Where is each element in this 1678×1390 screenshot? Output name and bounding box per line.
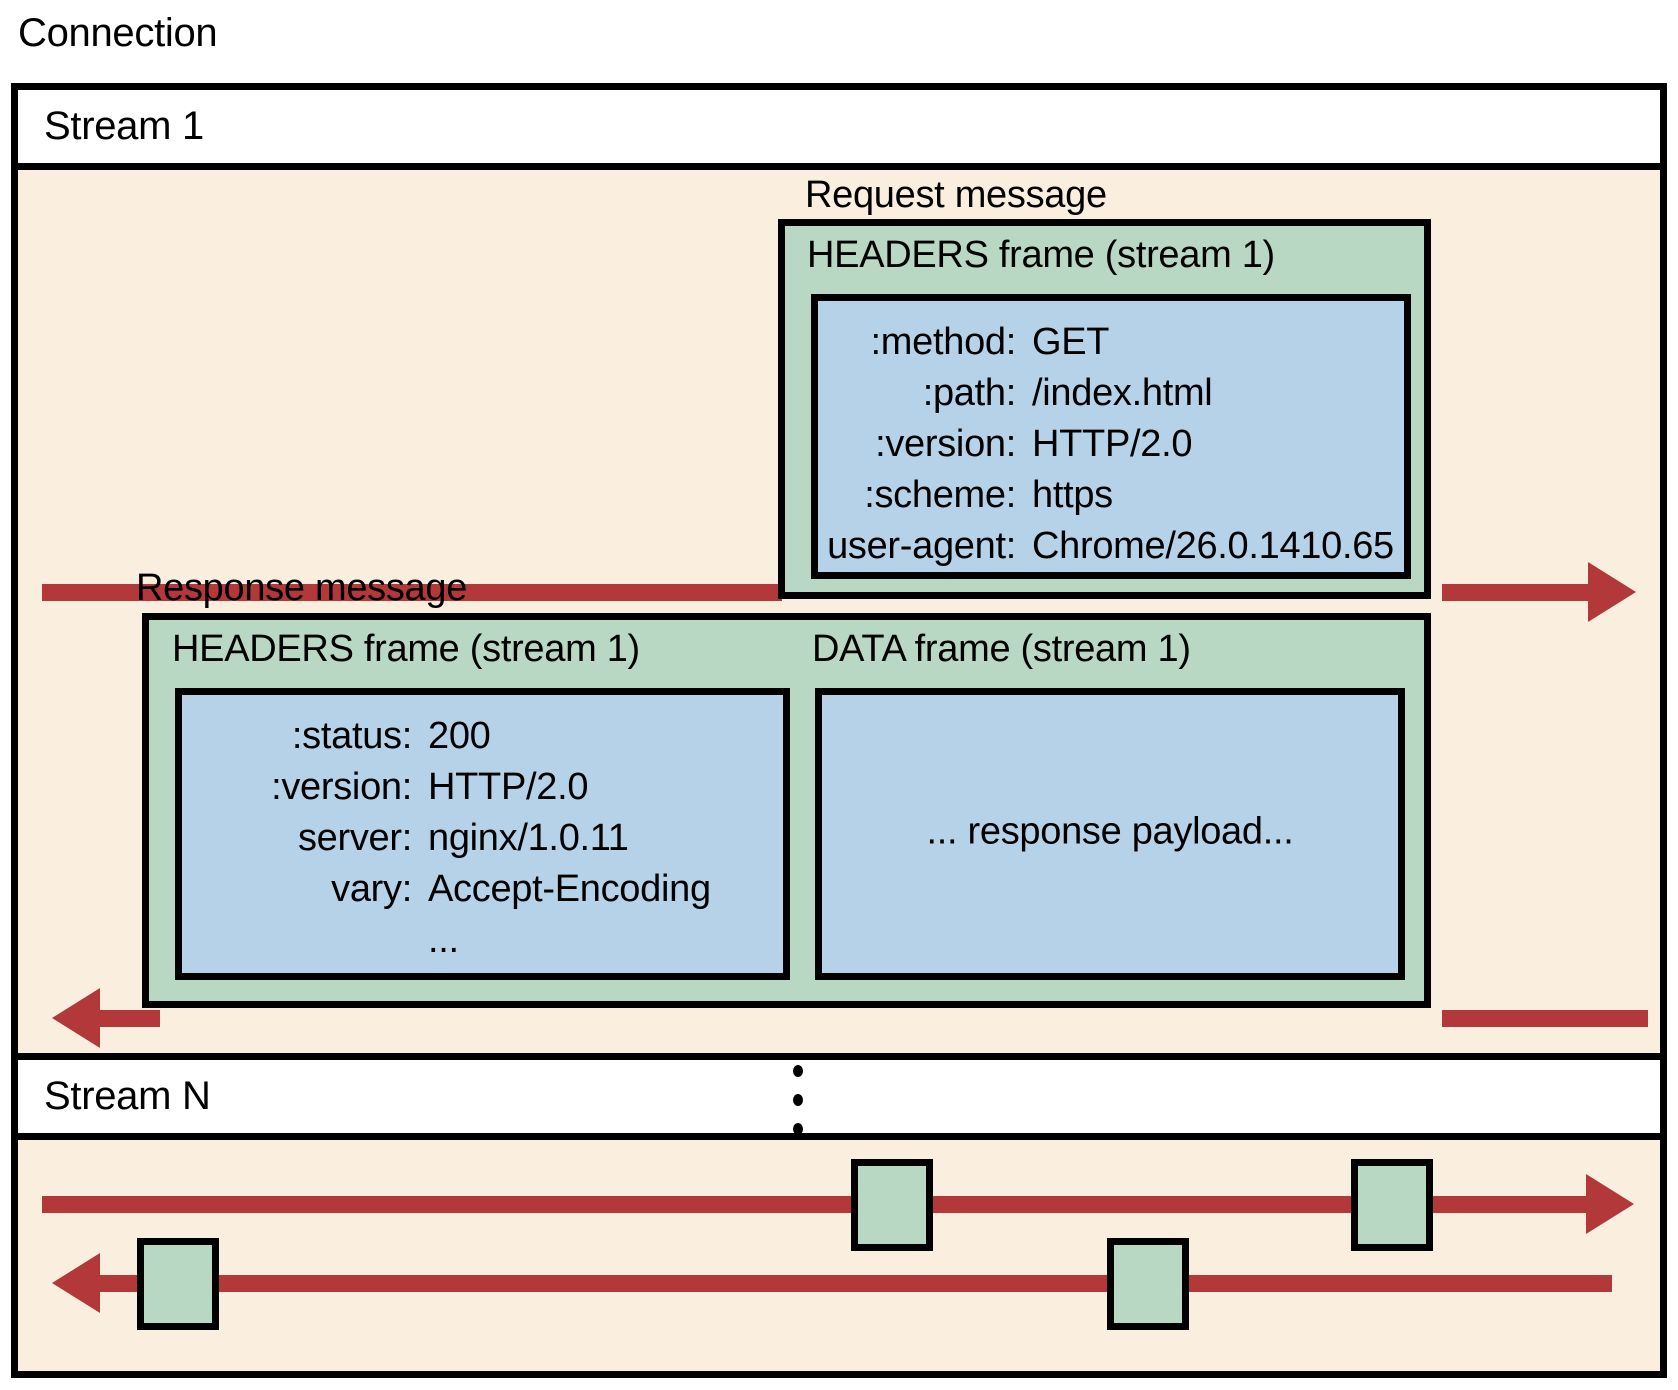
- stream-n-outbound-frame-chip: [851, 1159, 933, 1251]
- response-data-payload-box: ... response payload...: [815, 688, 1405, 980]
- response-data-frame-title: DATA frame (stream 1): [812, 628, 1191, 670]
- header-key: :scheme:: [864, 474, 1016, 516]
- connection-label: Connection: [18, 11, 218, 55]
- response-message-frame: HEADERS frame (stream 1) :status: 200 :v…: [142, 613, 1431, 1008]
- header-value-ellipsis: ...: [428, 919, 459, 961]
- stream-1-body: Request message HEADERS frame (stream 1)…: [18, 170, 1660, 1053]
- request-headers-payload-box: :method: GET :path: /index.html :version…: [811, 294, 1411, 579]
- header-value: HTTP/2.0: [1032, 423, 1193, 465]
- table-row: :version: HTTP/2.0: [182, 762, 783, 813]
- response-arrow-head-icon: [52, 988, 100, 1048]
- request-arrow-line-right: [1442, 584, 1592, 601]
- request-headers-frame: HEADERS frame (stream 1) :method: GET :p…: [778, 219, 1431, 599]
- stream-1-title-band: Stream 1: [18, 90, 1660, 170]
- header-key: :status:: [291, 715, 412, 757]
- stream-n-label: Stream N: [44, 1073, 211, 1118]
- response-message-label: Response message: [136, 567, 468, 609]
- stream-n-outbound-arrow-head-icon: [1586, 1174, 1634, 1234]
- header-key: server:: [297, 817, 412, 859]
- table-row: :method: GET: [818, 317, 1404, 368]
- request-message-label: Request message: [805, 174, 1107, 216]
- table-row: server: nginx/1.0.11: [182, 813, 783, 864]
- response-headers-payload-box: :status: 200 :version: HTTP/2.0 server: …: [175, 688, 790, 980]
- table-row: :path: /index.html: [818, 368, 1404, 419]
- table-row: user-agent: Chrome/26.0.1410.65: [818, 521, 1404, 572]
- request-header-list: :method: GET :path: /index.html :version…: [818, 307, 1404, 572]
- stream-n-outbound-frame-chip: [1351, 1159, 1433, 1251]
- header-value: 200: [428, 715, 491, 757]
- stream-n-inbound-frame-chip: [1107, 1238, 1189, 1330]
- request-headers-frame-title: HEADERS frame (stream 1): [807, 234, 1275, 276]
- table-row: :scheme: https: [818, 470, 1404, 521]
- table-row: :status: 200: [182, 711, 783, 762]
- stream-n-inbound-arrow-head-icon: [52, 1253, 100, 1313]
- header-key: user-agent:: [827, 525, 1016, 567]
- table-row: vary: Accept-Encoding: [182, 864, 783, 915]
- header-value: nginx/1.0.11: [428, 817, 629, 859]
- request-arrow-head-icon: [1588, 562, 1636, 622]
- header-value: Chrome/26.0.1410.65: [1032, 525, 1394, 567]
- header-key: vary:: [331, 868, 412, 910]
- connection-frame: Stream 1 Request message HEADERS frame (…: [11, 83, 1667, 1378]
- stream-n-body: [18, 1140, 1660, 1368]
- header-key: :path:: [922, 372, 1017, 414]
- header-value: /index.html: [1032, 372, 1213, 414]
- request-arrow-line-left: [42, 584, 782, 601]
- header-key: :version:: [271, 766, 412, 808]
- stream-n-inbound-frame-chip: [137, 1238, 219, 1330]
- header-value: HTTP/2.0: [428, 766, 589, 808]
- stream-n-title-band: Stream N: [18, 1053, 1660, 1140]
- header-value: https: [1032, 474, 1113, 516]
- header-key: :method:: [870, 321, 1017, 363]
- response-headers-frame-title: HEADERS frame (stream 1): [172, 628, 640, 670]
- response-arrow-line-right: [1442, 1010, 1648, 1027]
- header-value: Accept-Encoding: [428, 868, 711, 910]
- table-row: ...: [182, 915, 783, 966]
- stream-n-outbound-arrow-line: [42, 1196, 1589, 1213]
- header-key: :version:: [875, 423, 1016, 465]
- vertical-ellipsis-icon: [789, 1065, 807, 1135]
- stream-1-label: Stream 1: [44, 103, 204, 148]
- response-arrow-line-left: [100, 1010, 160, 1027]
- response-header-list: :status: 200 :version: HTTP/2.0 server: …: [182, 701, 783, 966]
- header-value: GET: [1032, 321, 1110, 363]
- stream-n-inbound-arrow-line: [100, 1275, 1612, 1292]
- table-row: :version: HTTP/2.0: [818, 419, 1404, 470]
- response-payload-text: ... response payload...: [926, 810, 1294, 853]
